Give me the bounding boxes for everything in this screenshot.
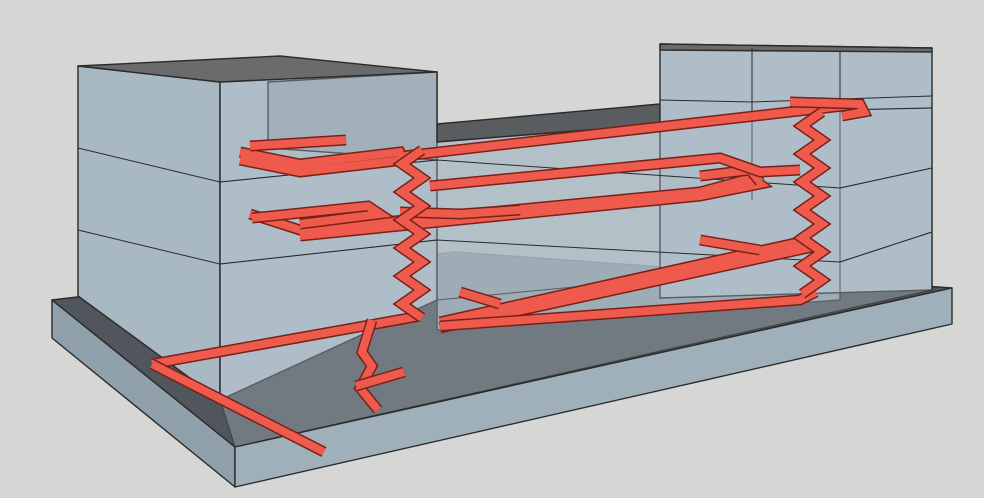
circulation-paths — [149, 96, 873, 457]
walkway-1 — [249, 136, 347, 150]
walkway-8 — [429, 153, 801, 190]
walkway-18 — [354, 368, 406, 390]
walkway-17 — [355, 318, 382, 413]
walkway-0 — [239, 147, 411, 177]
walkway-14 — [150, 360, 326, 456]
base-front-face — [234, 287, 953, 488]
walkway-11 — [699, 236, 761, 254]
walkway-15 — [395, 146, 429, 322]
right-tower-roof — [659, 43, 933, 53]
walkway-2 — [403, 100, 861, 160]
walkway-5 — [251, 201, 392, 228]
walkway-16 — [795, 108, 829, 298]
walkway-12 — [439, 288, 818, 330]
walkway-10 — [458, 288, 502, 308]
walkway-3 — [789, 98, 870, 120]
